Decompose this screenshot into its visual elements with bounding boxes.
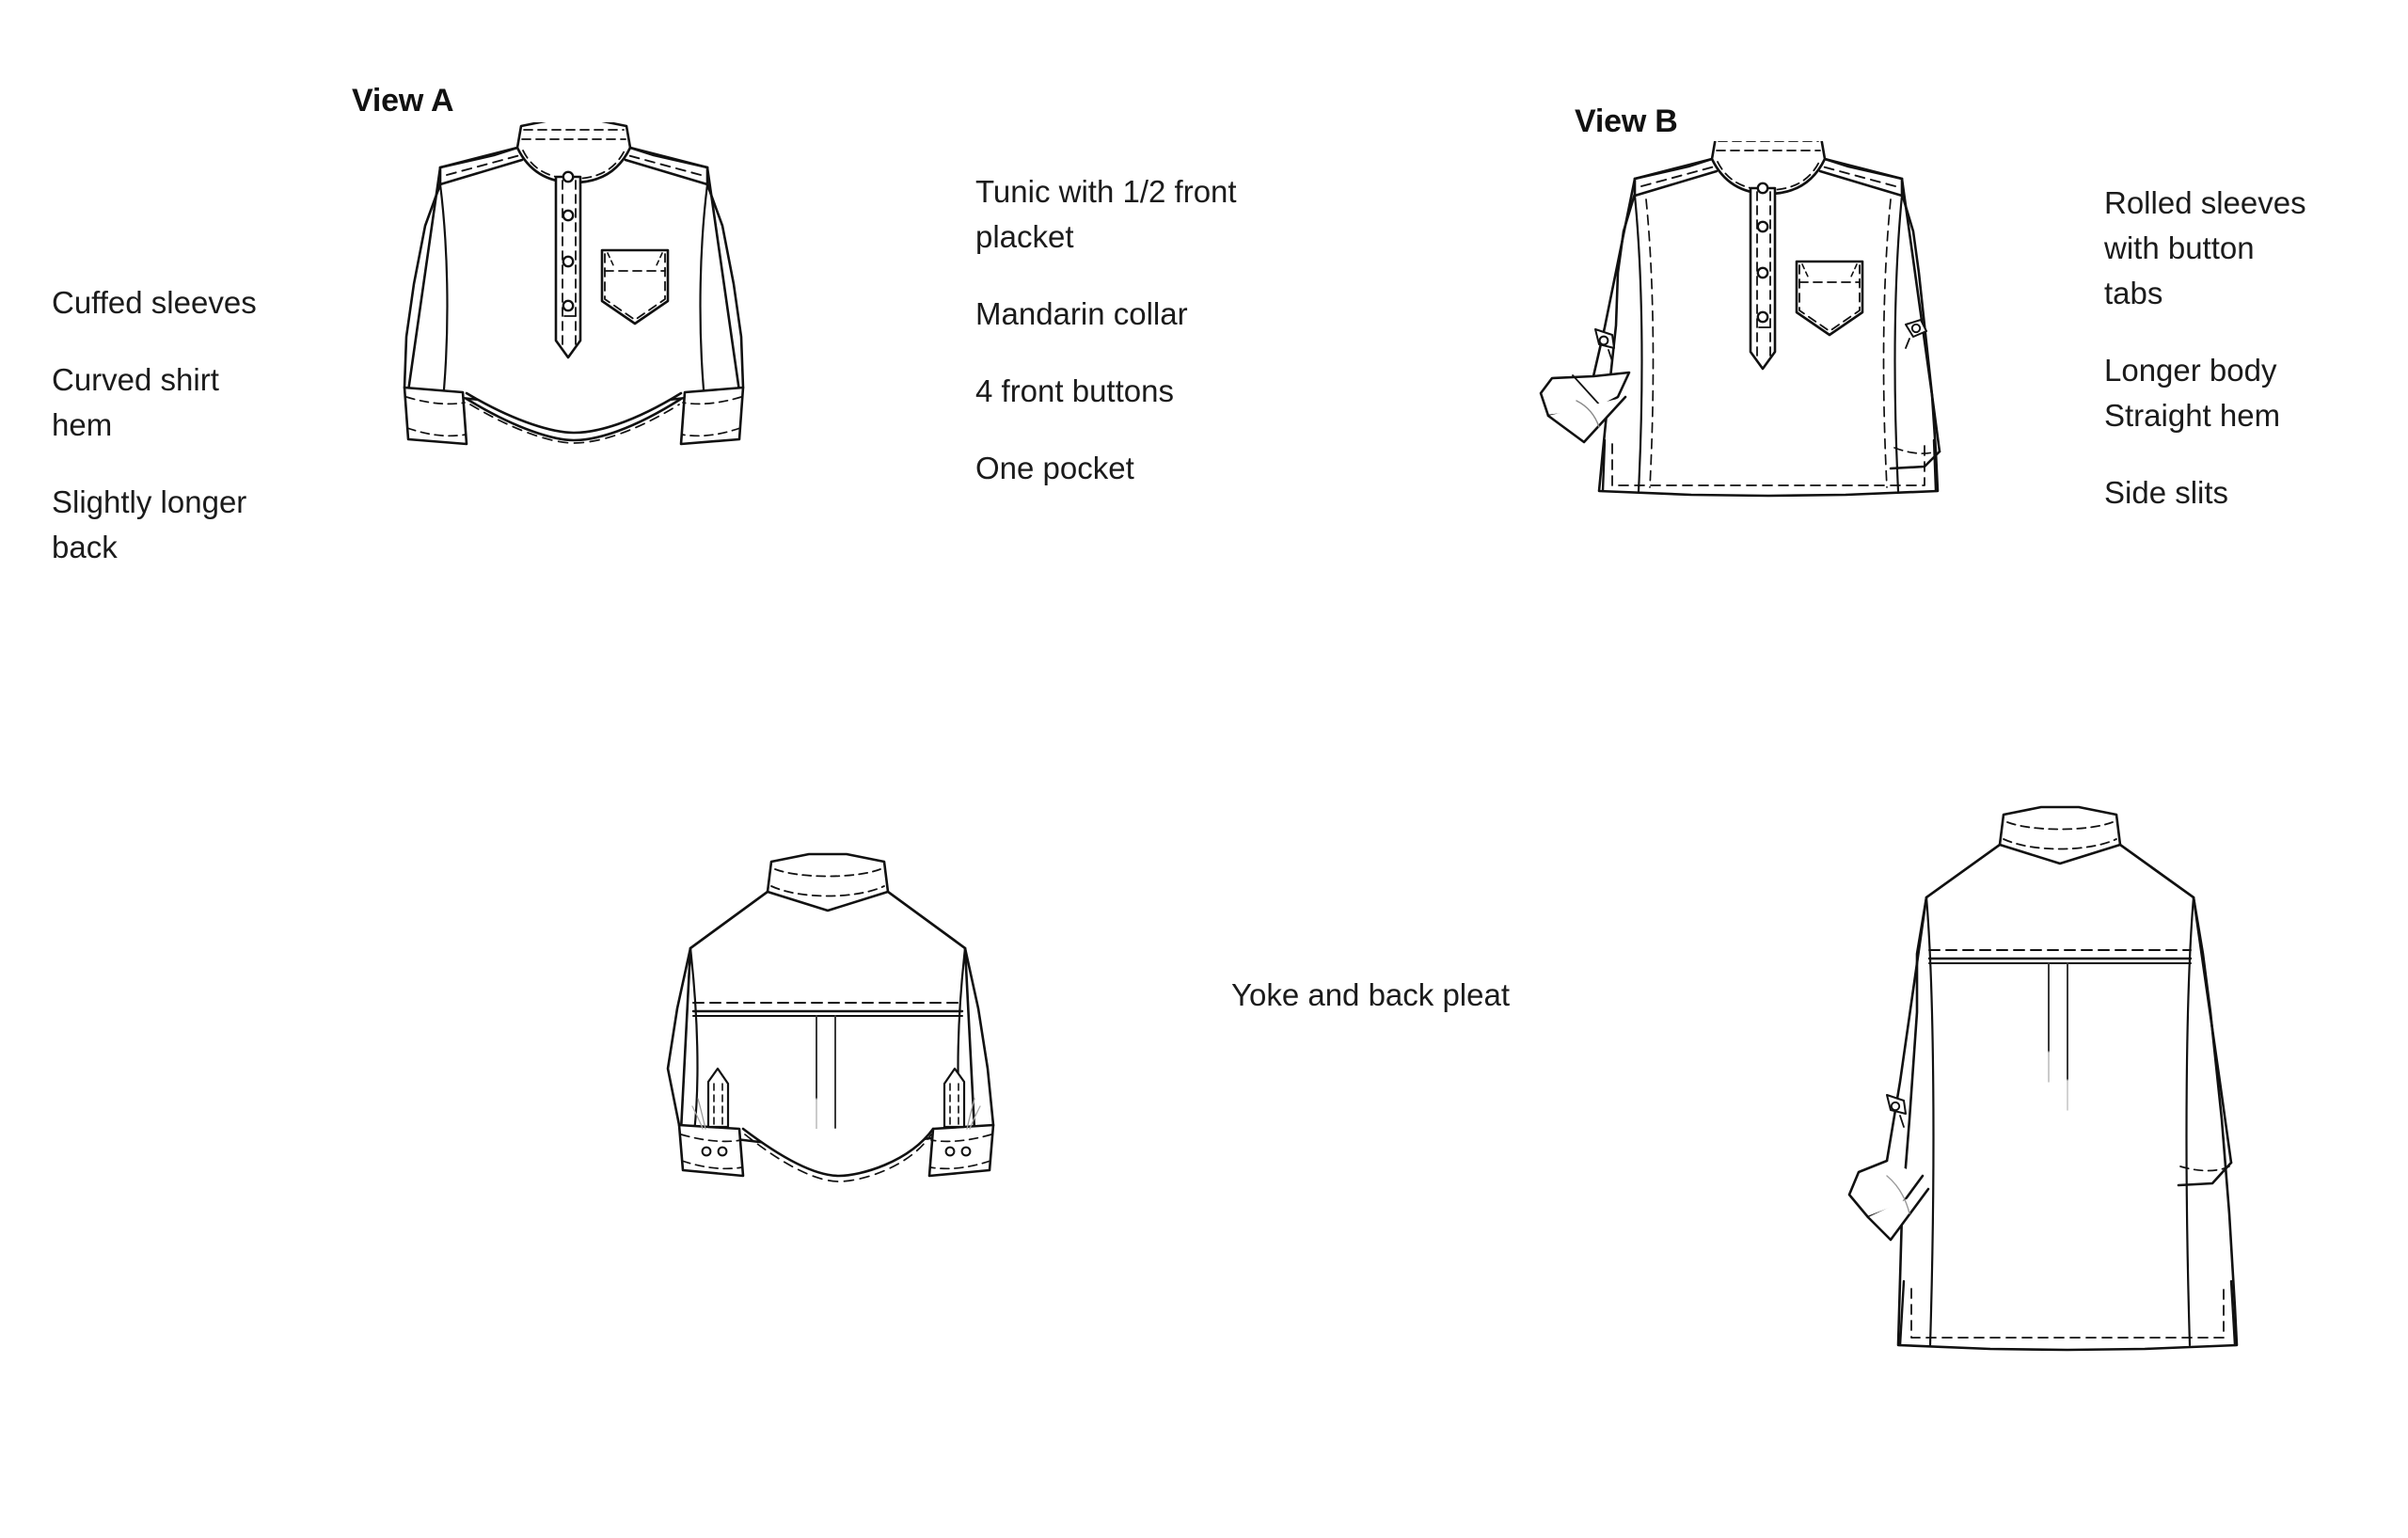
view-a-feature-list: Cuffed sleeves Curved shirt hem Slightly… bbox=[52, 280, 325, 570]
view-b-front-illustration bbox=[1514, 141, 2013, 536]
feature-note: Tunic with 1/2 front placket bbox=[975, 174, 1237, 254]
yoke-back-pleat-note: Yoke and back pleat bbox=[1231, 977, 1511, 1012]
view-b-back-illustration bbox=[1806, 800, 2314, 1383]
feature-note: Slightly longer back bbox=[52, 484, 247, 564]
feature-note: Longer body Straight hem bbox=[2104, 353, 2281, 433]
feature-note: Cuffed sleeves bbox=[52, 285, 257, 320]
feature-note: One pocket bbox=[975, 451, 1134, 485]
view-b-heading: View B bbox=[1575, 103, 1678, 139]
feature-note: Rolled sleeves with button tabs bbox=[2104, 185, 2306, 310]
feature-note: Mandarin collar bbox=[975, 296, 1188, 331]
view-a-heading: View A bbox=[352, 83, 454, 119]
view-a-front-illustration bbox=[329, 122, 818, 499]
shared-feature-list: Tunic with 1/2 front placket Mandarin co… bbox=[975, 169, 1333, 491]
view-a-back-illustration bbox=[574, 847, 1063, 1242]
feature-note: Side slits bbox=[2104, 475, 2229, 510]
feature-note: Curved shirt hem bbox=[52, 362, 219, 442]
view-b-feature-list: Rolled sleeves with button tabs Longer b… bbox=[2104, 181, 2386, 515]
feature-note: 4 front buttons bbox=[975, 373, 1174, 408]
